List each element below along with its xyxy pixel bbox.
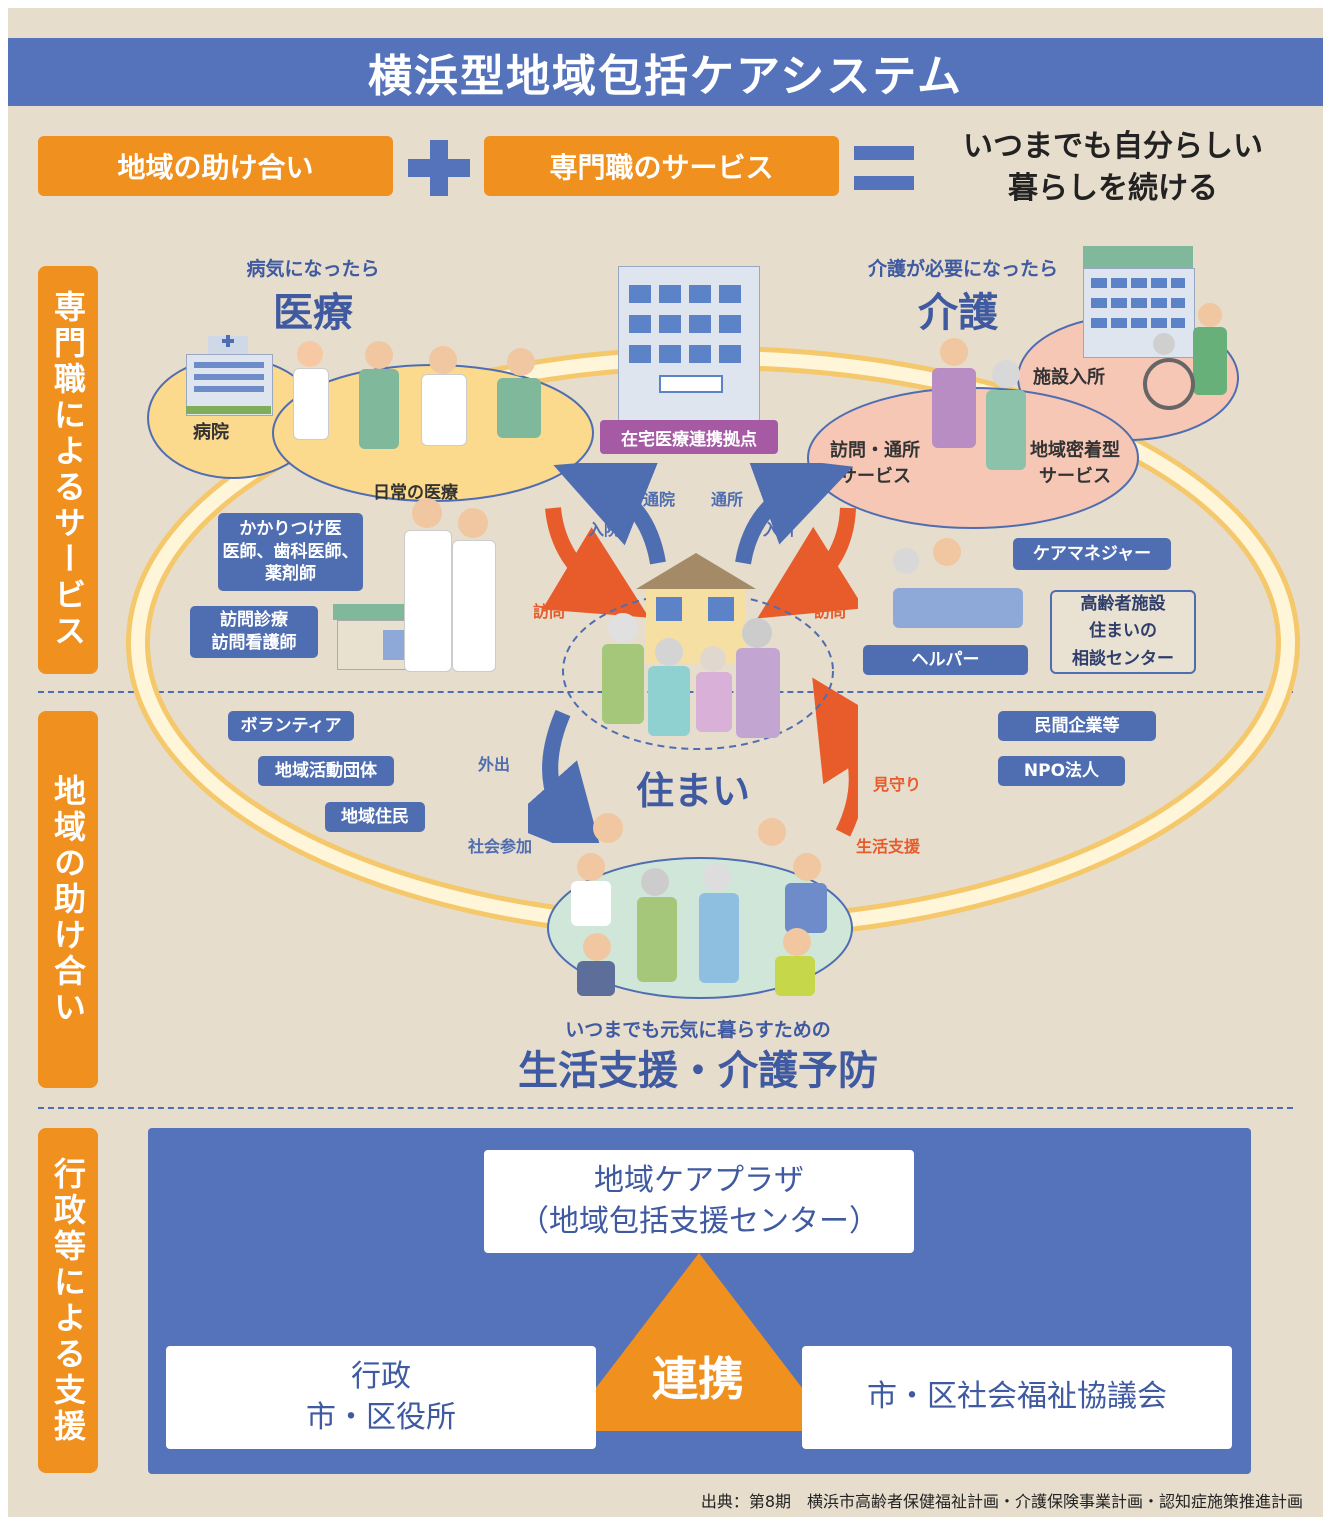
visit-service-line1: 訪問・通所 <box>830 440 920 461</box>
home-visit-label: 訪問診療 訪問看護師 <box>190 606 318 658</box>
community-care-plaza-box: 地域ケアプラザ （地域包括支援センター） <box>484 1150 914 1253</box>
equation-result-line1: いつまでも自分らしい <box>963 129 1263 164</box>
facility-entry-label: 施設入所 <box>1033 367 1105 388</box>
social-welfare-council-box: 市・区社会福祉協議会 <box>802 1346 1232 1449</box>
arrow-label-admission: 入院 <box>588 520 621 539</box>
side-tab-professional: 専門職によるサービス <box>38 266 98 674</box>
community-service-line2: サービス <box>1039 466 1111 488</box>
arrow-label-social-participation: 社会参加 <box>468 837 533 856</box>
daily-care-label: 日常の医療 <box>373 483 458 503</box>
home-visit-line2: 訪問看護師 <box>211 633 297 653</box>
cooperation-label: 連携 <box>652 1352 744 1406</box>
arrow-label-watching: 見守り <box>873 775 922 794</box>
private-companies-label: 民間企業等 <box>998 711 1156 741</box>
housing-title: 住まい <box>635 769 750 813</box>
elderly-residents-illustration <box>600 608 790 758</box>
consultation-line2: 住まいの <box>1089 621 1157 642</box>
equals-icon <box>854 146 914 190</box>
consultation-line3: 相談センター <box>1072 648 1174 669</box>
community-service-line1: 地域密着型 <box>1030 440 1120 461</box>
helper-bed-illustration <box>863 528 1028 643</box>
arrow-label-visit-right: 訪問 <box>814 602 847 621</box>
consultation-line1: 高齢者施設 <box>1080 594 1166 615</box>
equation-left-box: 地域の助け合い <box>38 136 393 196</box>
diagram-title: 横浜型地域包括ケアシステム <box>8 38 1323 106</box>
visit-service-label: 訪問・通所 サービス <box>830 438 920 490</box>
family-doctor-line1: かかりつけ医 <box>239 518 342 539</box>
side-tab-administrative: 行政等による支援 <box>38 1128 98 1473</box>
section-divider-2 <box>38 1107 1293 1109</box>
plaza-line2: （地域包括支援センター） <box>519 1203 879 1239</box>
government-box: 行政 市・区役所 <box>166 1346 596 1449</box>
hub-building-icon <box>618 266 760 423</box>
consultation-center-label: 高齢者施設 住まいの 相談センター <box>1050 590 1196 674</box>
family-doctor-line3: 薬剤師 <box>265 564 316 585</box>
volunteer-label: ボランティア <box>228 711 354 741</box>
prevention-subtitle: いつまでも元気に暮らすための <box>565 1019 831 1041</box>
arrow-label-visit-left: 訪問 <box>533 602 566 621</box>
wheelchair-caregiver-illustration <box>1143 303 1233 418</box>
plaza-line1: 地域ケアプラザ <box>594 1163 804 1198</box>
doctor-nurse-illustration <box>398 498 508 683</box>
care-title: 介護 <box>918 290 998 336</box>
arrow-label-outpatient: 通院 <box>643 490 676 509</box>
community-org-label: 地域活動団体 <box>258 756 394 786</box>
cooperation-triangle <box>563 1253 835 1431</box>
hospital-label: 病院 <box>193 422 229 443</box>
family-doctor-line2: 医師、歯科医師、 <box>222 541 359 562</box>
equation-result: いつまでも自分らしい 暮らしを続ける <box>923 126 1303 210</box>
residents-label: 地域住民 <box>325 802 425 832</box>
equation-result-line2: 暮らしを続ける <box>1008 171 1218 206</box>
arrow-label-outing: 外出 <box>478 755 511 774</box>
visit-service-line2: サービス <box>839 466 911 488</box>
care-worker-illustration <box>926 338 1036 503</box>
arrow-label-life-support: 生活支援 <box>856 837 921 856</box>
government-line1: 行政 <box>351 1359 411 1394</box>
center-arrows <box>528 463 858 843</box>
exercise-group-illustration <box>553 813 848 998</box>
plus-icon <box>408 140 470 196</box>
hospital-building-icon <box>186 335 273 416</box>
council-label: 市・区社会福祉協議会 <box>867 1379 1167 1415</box>
arrow-label-day-service: 通所 <box>711 490 744 509</box>
medical-subtitle: 病気になったら <box>246 258 380 280</box>
community-service-label: 地域密着型 サービス <box>1030 438 1120 490</box>
arrow-label-facility-admission: 入所 <box>763 520 796 539</box>
care-manager-label: ケアマネジャー <box>1013 538 1171 570</box>
helper-label: ヘルパー <box>863 645 1028 675</box>
care-subtitle: 介護が必要になったら <box>867 258 1058 280</box>
npo-label: NPO法人 <box>998 756 1125 786</box>
prevention-title: 生活支援・介護予防 <box>518 1048 878 1094</box>
home-medical-hub-label: 在宅医療連携拠点 <box>600 420 778 454</box>
home-visit-line1: 訪問診療 <box>220 610 288 631</box>
medical-staff-illustration <box>293 336 553 466</box>
diagram-canvas: 横浜型地域包括ケアシステム 地域の助け合い 専門職のサービス いつまでも自分らし… <box>8 8 1323 1517</box>
family-doctor-label: かかりつけ医 医師、歯科医師、 薬剤師 <box>218 513 363 591</box>
government-line2: 市・区役所 <box>306 1399 456 1435</box>
medical-title: 医療 <box>273 290 353 336</box>
equation-right-box: 専門職のサービス <box>484 136 839 196</box>
source-citation: 出典：第8期 横浜市高齢者保健福祉計画・介護保険事業計画・認知症施策推進計画 <box>700 1492 1303 1511</box>
care-facility-building-icon <box>1083 246 1195 358</box>
side-tab-community: 地域の助け合い <box>38 711 98 1088</box>
